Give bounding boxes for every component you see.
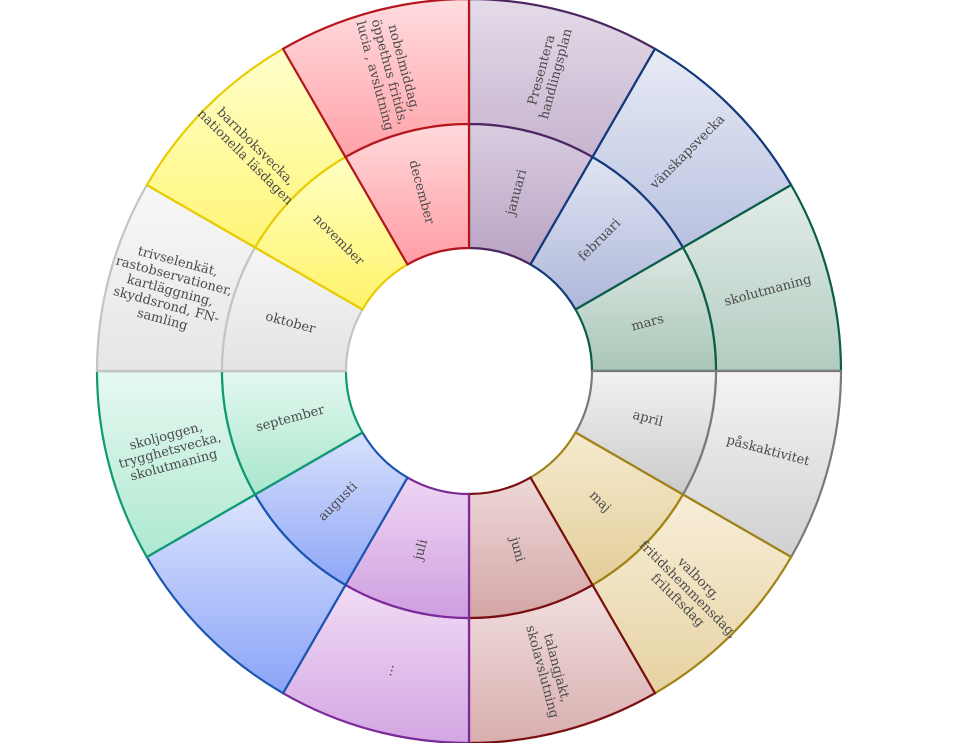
month-label-juli: juli	[411, 538, 431, 564]
month-mars	[574, 183, 843, 373]
month-september	[95, 369, 364, 559]
month-juli	[281, 476, 471, 743]
month-december	[281, 0, 471, 266]
month-segment-december	[343, 122, 471, 266]
month-label-juni: juni	[506, 534, 527, 564]
month-oktober	[95, 183, 364, 373]
activity-line-juli: ...	[380, 662, 398, 678]
